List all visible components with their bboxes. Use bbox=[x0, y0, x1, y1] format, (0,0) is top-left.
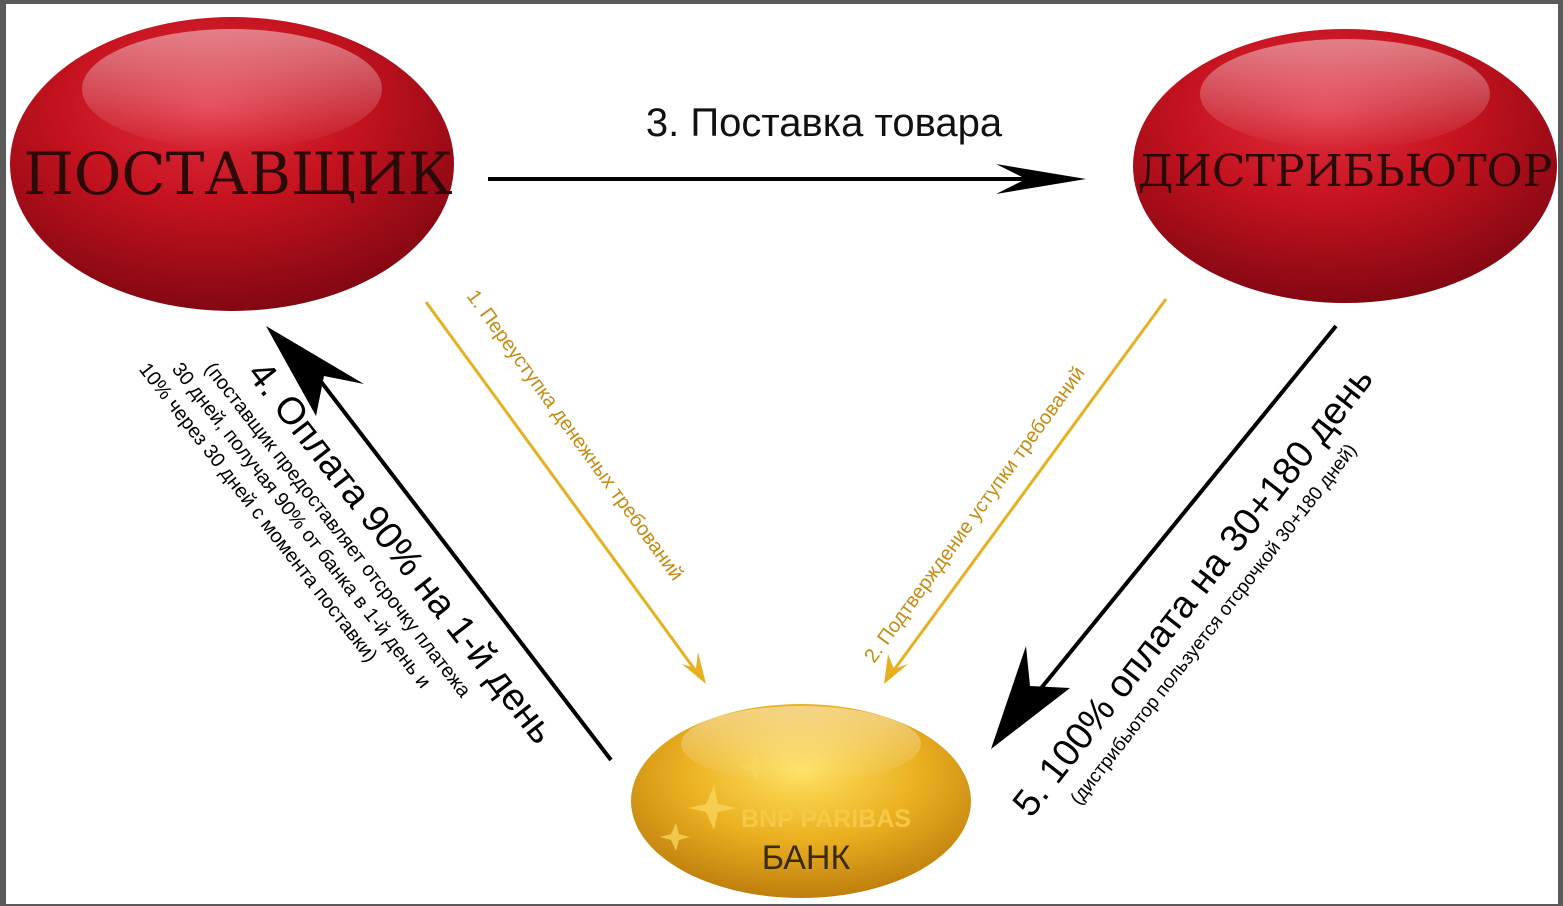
flow-5-note: (дистрибьютор пользуется отсрочкой 30+18… bbox=[1067, 440, 1362, 809]
flow-4-arrow bbox=[266, 326, 613, 762]
bank-node: BNP PARIBAS БАНК bbox=[631, 704, 971, 898]
flow-5-arrow bbox=[991, 324, 1338, 749]
distributor-node: ДИСТРИБЬЮТОР bbox=[1133, 29, 1557, 303]
flow-diagram: ПОСТАВЩИК ДИСТРИБЬЮТОР BNP PARIBAS БАНК … bbox=[10, 17, 1557, 898]
flow-3-label: 3. Поставка товара bbox=[646, 101, 1003, 145]
bank-logo-text: BNP PARIBAS bbox=[741, 805, 911, 833]
flow-1-arrow bbox=[424, 301, 706, 684]
flow-5-label: 5. 100% оплата на 30+180 день bbox=[1005, 359, 1382, 825]
flow-3-arrow bbox=[488, 164, 1086, 194]
diagram-canvas: ПОСТАВЩИК ДИСТРИБЬЮТОР BNP PARIBAS БАНК … bbox=[6, 4, 1558, 904]
supplier-node: ПОСТАВЩИК bbox=[10, 17, 454, 311]
flow-2-label: 2. Подтверждение уступки требований bbox=[860, 363, 1089, 667]
supplier-label: ПОСТАВЩИК bbox=[23, 140, 453, 208]
bnp-stars-icon bbox=[660, 753, 770, 851]
bank-label: БАНК bbox=[762, 839, 851, 877]
flow-1-label: 1. Переуступка денежных требований bbox=[462, 286, 688, 585]
distributor-label: ДИСТРИБЬЮТОР bbox=[1138, 146, 1553, 197]
flow-2-arrow bbox=[884, 298, 1168, 684]
